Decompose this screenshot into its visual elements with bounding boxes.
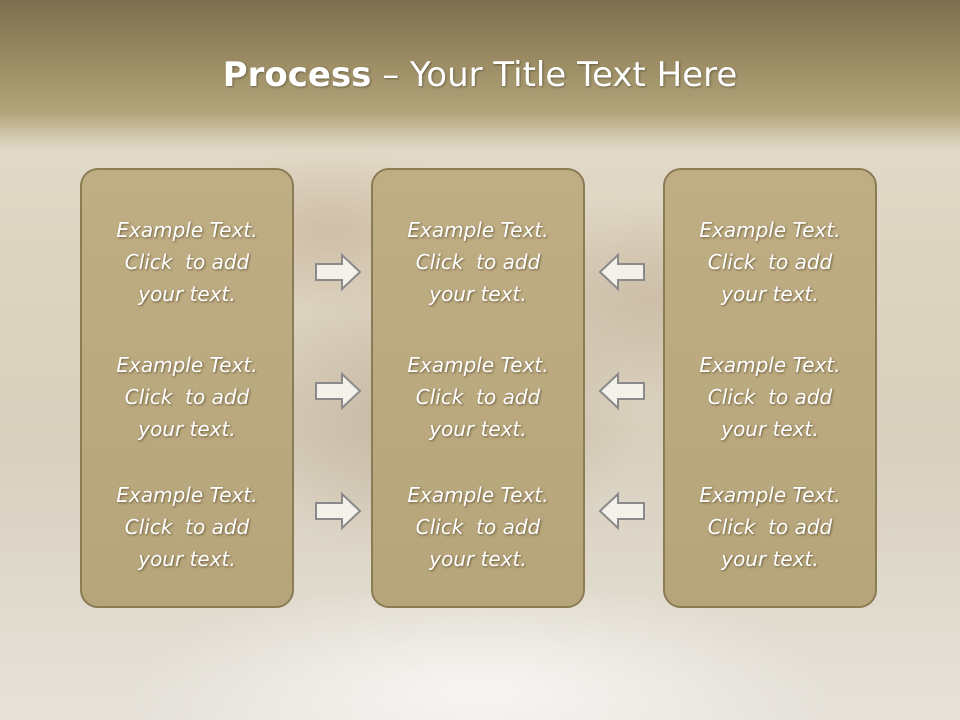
arrow-right-icon — [315, 371, 362, 411]
item-line: Click to add — [415, 250, 541, 274]
item-line: Click to add — [415, 385, 541, 409]
item-line: Click to add — [707, 515, 833, 539]
item-line: Example Text. — [116, 483, 258, 507]
arrow-left-icon — [598, 371, 645, 411]
text-placeholder-right-2[interactable]: Example Text. Click to add your text. — [665, 349, 875, 445]
slide-title[interactable]: Process – Your Title Text Here — [0, 52, 960, 98]
text-placeholder-left-1[interactable]: Example Text. Click to add your text. — [82, 214, 292, 310]
item-line: your text. — [138, 417, 236, 441]
arrow-left-icon — [598, 252, 645, 292]
item-line: Example Text. — [699, 218, 841, 242]
item-line: Example Text. — [116, 353, 258, 377]
text-placeholder-middle-2[interactable]: Example Text. Click to add your text. — [373, 349, 583, 445]
item-line: your text. — [429, 417, 527, 441]
item-line: your text. — [721, 417, 819, 441]
item-line: Example Text. — [407, 218, 549, 242]
item-line: Example Text. — [116, 218, 258, 242]
title-band — [0, 0, 960, 150]
item-line: your text. — [429, 547, 527, 571]
item-line: your text. — [138, 547, 236, 571]
text-placeholder-left-3[interactable]: Example Text. Click to add your text. — [82, 479, 292, 575]
item-line: Click to add — [124, 385, 250, 409]
arrow-left-icon — [598, 491, 645, 531]
item-line: Example Text. — [407, 483, 549, 507]
text-placeholder-right-1[interactable]: Example Text. Click to add your text. — [665, 214, 875, 310]
item-line: your text. — [721, 282, 819, 306]
text-placeholder-middle-1[interactable]: Example Text. Click to add your text. — [373, 214, 583, 310]
item-line: your text. — [138, 282, 236, 306]
arrow-right-icon — [315, 491, 362, 531]
item-line: Example Text. — [699, 353, 841, 377]
item-line: your text. — [721, 547, 819, 571]
left-panel: Example Text. Click to add your text. Ex… — [80, 168, 294, 608]
title-rest: – Your Title Text Here — [371, 55, 738, 95]
title-bold: Process — [222, 55, 372, 95]
item-line: Example Text. — [699, 483, 841, 507]
arrow-right-icon — [315, 252, 362, 292]
item-line: Click to add — [707, 250, 833, 274]
right-panel: Example Text. Click to add your text. Ex… — [663, 168, 877, 608]
middle-panel: Example Text. Click to add your text. Ex… — [371, 168, 585, 608]
text-placeholder-right-3[interactable]: Example Text. Click to add your text. — [665, 479, 875, 575]
item-line: Example Text. — [407, 353, 549, 377]
text-placeholder-middle-3[interactable]: Example Text. Click to add your text. — [373, 479, 583, 575]
item-line: Click to add — [415, 515, 541, 539]
item-line: Click to add — [124, 515, 250, 539]
item-line: Click to add — [707, 385, 833, 409]
item-line: Click to add — [124, 250, 250, 274]
text-placeholder-left-2[interactable]: Example Text. Click to add your text. — [82, 349, 292, 445]
item-line: your text. — [429, 282, 527, 306]
